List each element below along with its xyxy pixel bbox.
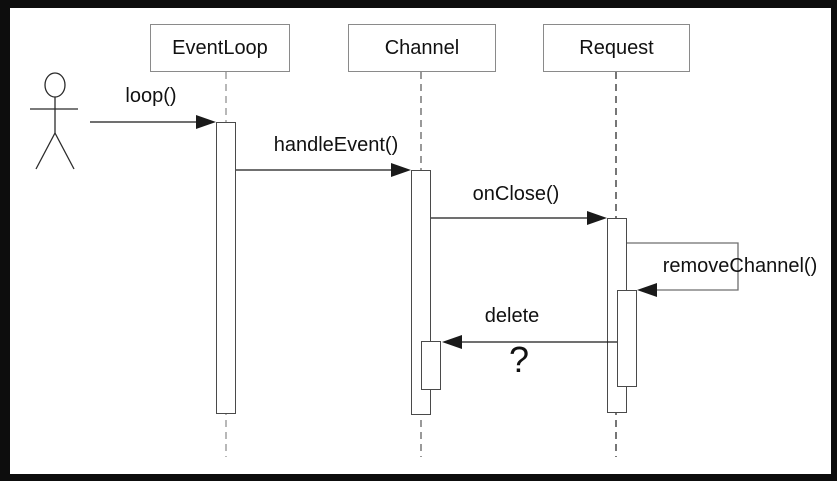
actor-icon	[30, 72, 78, 170]
lifeline-label-eventloop: EventLoop	[172, 36, 268, 59]
message-arrow-handleevent	[236, 163, 411, 177]
actor-left-leg	[35, 132, 56, 170]
message-label-loop: loop()	[125, 85, 177, 107]
lifeline-label-channel: Channel	[384, 36, 460, 59]
question-mark-annotation: ?	[508, 339, 530, 380]
lifeline-label-request: Request	[579, 36, 654, 59]
arrowhead-handleevent	[391, 163, 411, 177]
lifeline-box-channel: Channel	[348, 24, 496, 72]
lifeline-box-request: Request	[543, 24, 690, 72]
message-arrow-delete	[442, 335, 617, 349]
arrowhead-delete	[442, 335, 462, 349]
lifeline-box-eventloop: EventLoop	[150, 24, 290, 72]
message-label-removechannel: removeChannel()	[662, 255, 818, 277]
activation-bar-channel-nested	[421, 341, 441, 390]
activation-bar-eventloop	[216, 122, 236, 414]
message-label-onclose: onClose()	[472, 183, 560, 205]
actor-right-leg	[54, 132, 75, 170]
activation-bar-request-nested	[617, 290, 637, 387]
arrowhead-loop	[196, 115, 216, 129]
message-label-handleevent: handleEvent()	[273, 134, 399, 156]
message-arrow-onclose	[431, 211, 607, 225]
message-label-delete: delete	[484, 305, 540, 327]
arrowhead-removechannel	[637, 283, 657, 297]
message-arrow-removechannel	[627, 242, 739, 297]
actor-head	[44, 72, 66, 98]
message-arrow-loop	[90, 115, 216, 129]
arrowhead-onclose	[587, 211, 607, 225]
